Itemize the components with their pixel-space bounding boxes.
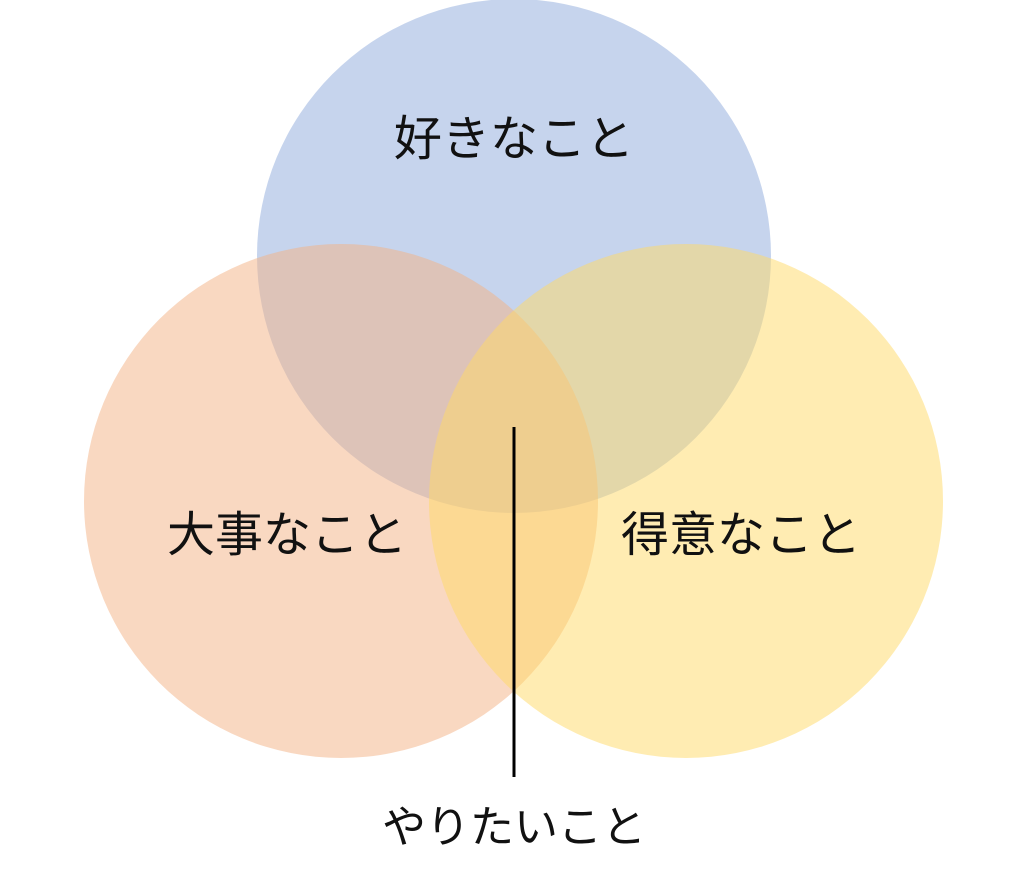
label-important: 大事なこと [167, 507, 407, 563]
label-like: 好きなこと [394, 111, 634, 167]
label-center: やりたいこと [382, 802, 646, 853]
label-good-at: 得意なこと [621, 507, 861, 563]
circle-good-at [429, 244, 943, 758]
